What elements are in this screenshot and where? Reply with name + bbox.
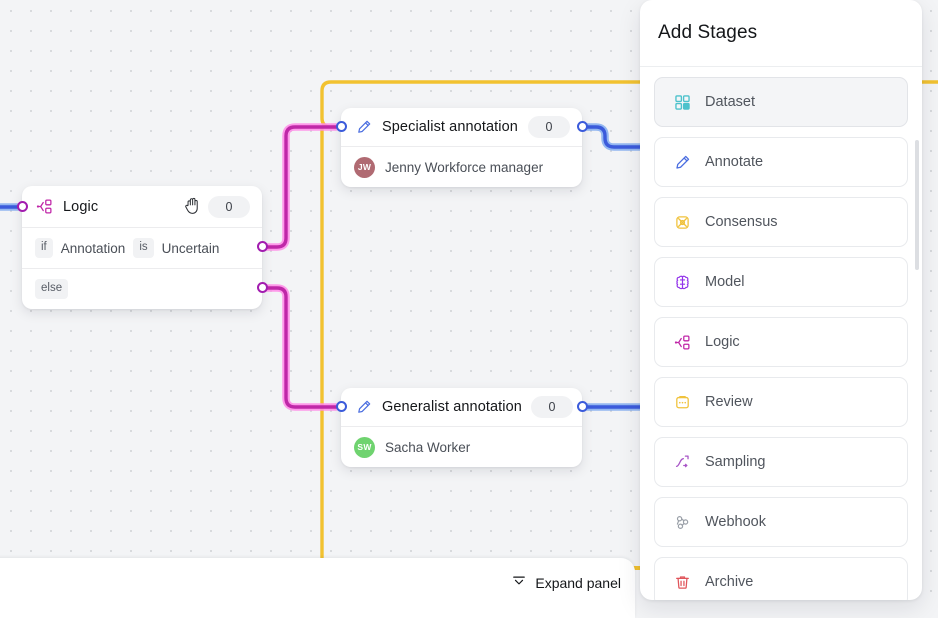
- collapse-chevron-icon: [511, 573, 527, 594]
- divider: [22, 268, 262, 269]
- condition-keyword: else: [35, 279, 69, 299]
- handle-generalist-input[interactable]: [336, 401, 347, 412]
- handle-specialist-output[interactable]: [577, 121, 588, 132]
- stage-item-sampling[interactable]: Sampling: [654, 437, 908, 487]
- node-generalist-annotation[interactable]: Generalist annotation 0 SW Sacha Worker: [341, 388, 582, 467]
- condition-keyword: if: [35, 238, 53, 258]
- model-brain-icon: [673, 273, 692, 292]
- divider: [341, 426, 582, 427]
- condition-value: Uncertain: [161, 240, 220, 256]
- stage-item-annotate[interactable]: Annotate: [654, 137, 908, 187]
- edge-magenta-if-glow: [262, 123, 340, 251]
- node-specialist-badge: 0: [528, 116, 570, 138]
- stage-item-archive[interactable]: Archive: [654, 557, 908, 600]
- pencil-icon: [354, 118, 373, 137]
- stage-item-webhook[interactable]: Webhook: [654, 497, 908, 547]
- node-specialist-header[interactable]: Specialist annotation 0: [341, 108, 582, 146]
- logic-branch-icon: [673, 333, 692, 352]
- sampling-arrow-icon: [673, 453, 692, 472]
- stage-label: Archive: [705, 574, 754, 590]
- stage-label: Model: [705, 274, 745, 290]
- handle-logic-output-if[interactable]: [257, 241, 268, 252]
- divider: [22, 227, 262, 228]
- grab-hand-cursor: [182, 195, 204, 217]
- node-logic-header[interactable]: Logic 0: [22, 186, 262, 227]
- node-logic-badge: 0: [208, 195, 250, 218]
- handle-generalist-output[interactable]: [577, 401, 588, 412]
- bottom-panel: Expand panel: [0, 558, 635, 618]
- archive-trash-icon: [673, 573, 692, 592]
- stage-label: Dataset: [705, 94, 755, 110]
- assignee-name: Sacha Worker: [385, 439, 471, 455]
- add-stages-header: Add Stages: [640, 0, 922, 67]
- handle-logic-input[interactable]: [17, 201, 28, 212]
- node-generalist-title: Generalist annotation: [382, 399, 522, 415]
- consensus-atom-icon: [673, 213, 692, 232]
- edge-magenta-else: [264, 286, 338, 409]
- assignee-name: Jenny Workforce manager: [385, 159, 544, 175]
- expand-panel-label: Expand panel: [535, 575, 621, 591]
- stage-label: Sampling: [705, 454, 766, 470]
- add-stages-panel: Add Stages Dataset Annotate: [640, 0, 922, 600]
- expand-panel-button[interactable]: Expand panel: [511, 570, 621, 596]
- logic-condition-if[interactable]: if Annotation is Uncertain: [22, 228, 262, 268]
- pencil-icon: [354, 398, 373, 417]
- logic-condition-else[interactable]: else: [22, 269, 262, 309]
- node-specialist-assignee[interactable]: JW Jenny Workforce manager: [341, 147, 582, 187]
- node-generalist-header[interactable]: Generalist annotation 0: [341, 388, 582, 426]
- handle-logic-output-else[interactable]: [257, 282, 268, 293]
- avatar: JW: [354, 156, 375, 178]
- stage-item-consensus[interactable]: Consensus: [654, 197, 908, 247]
- condition-operator: is: [133, 238, 154, 258]
- stage-label: Consensus: [705, 214, 778, 230]
- review-clipboard-icon: [673, 393, 692, 412]
- divider: [341, 146, 582, 147]
- stage-item-dataset[interactable]: Dataset: [654, 77, 908, 127]
- node-logic[interactable]: Logic 0 if Annotation is Uncertain else: [22, 186, 262, 309]
- node-generalist-assignee[interactable]: SW Sacha Worker: [341, 427, 582, 467]
- pencil-icon: [673, 153, 692, 172]
- handle-specialist-input[interactable]: [336, 121, 347, 132]
- panel-scrollbar[interactable]: [915, 140, 919, 270]
- stage-item-review[interactable]: Review: [654, 377, 908, 427]
- node-specialist-annotation[interactable]: Specialist annotation 0 JW Jenny Workfor…: [341, 108, 582, 187]
- stage-label: Logic: [705, 334, 740, 350]
- stage-label: Webhook: [705, 514, 766, 530]
- stage-list: Dataset Annotate Consensus: [640, 67, 922, 600]
- stage-item-model[interactable]: Model: [654, 257, 908, 307]
- node-specialist-title: Specialist annotation: [382, 119, 518, 135]
- node-generalist-badge: 0: [530, 396, 573, 418]
- stage-item-logic[interactable]: Logic: [654, 317, 908, 367]
- panel-title: Add Stages: [658, 22, 758, 43]
- stage-label: Annotate: [705, 154, 764, 170]
- dataset-grid-icon: [673, 93, 692, 112]
- edge-magenta-else-glow: [262, 284, 340, 411]
- edge-magenta-if: [264, 125, 338, 249]
- node-logic-title: Logic: [63, 198, 99, 215]
- avatar: SW: [354, 436, 375, 458]
- stage-label: Review: [705, 394, 753, 410]
- webhook-icon: [673, 513, 692, 532]
- logic-branch-icon: [35, 197, 54, 216]
- condition-field: Annotation: [60, 240, 126, 256]
